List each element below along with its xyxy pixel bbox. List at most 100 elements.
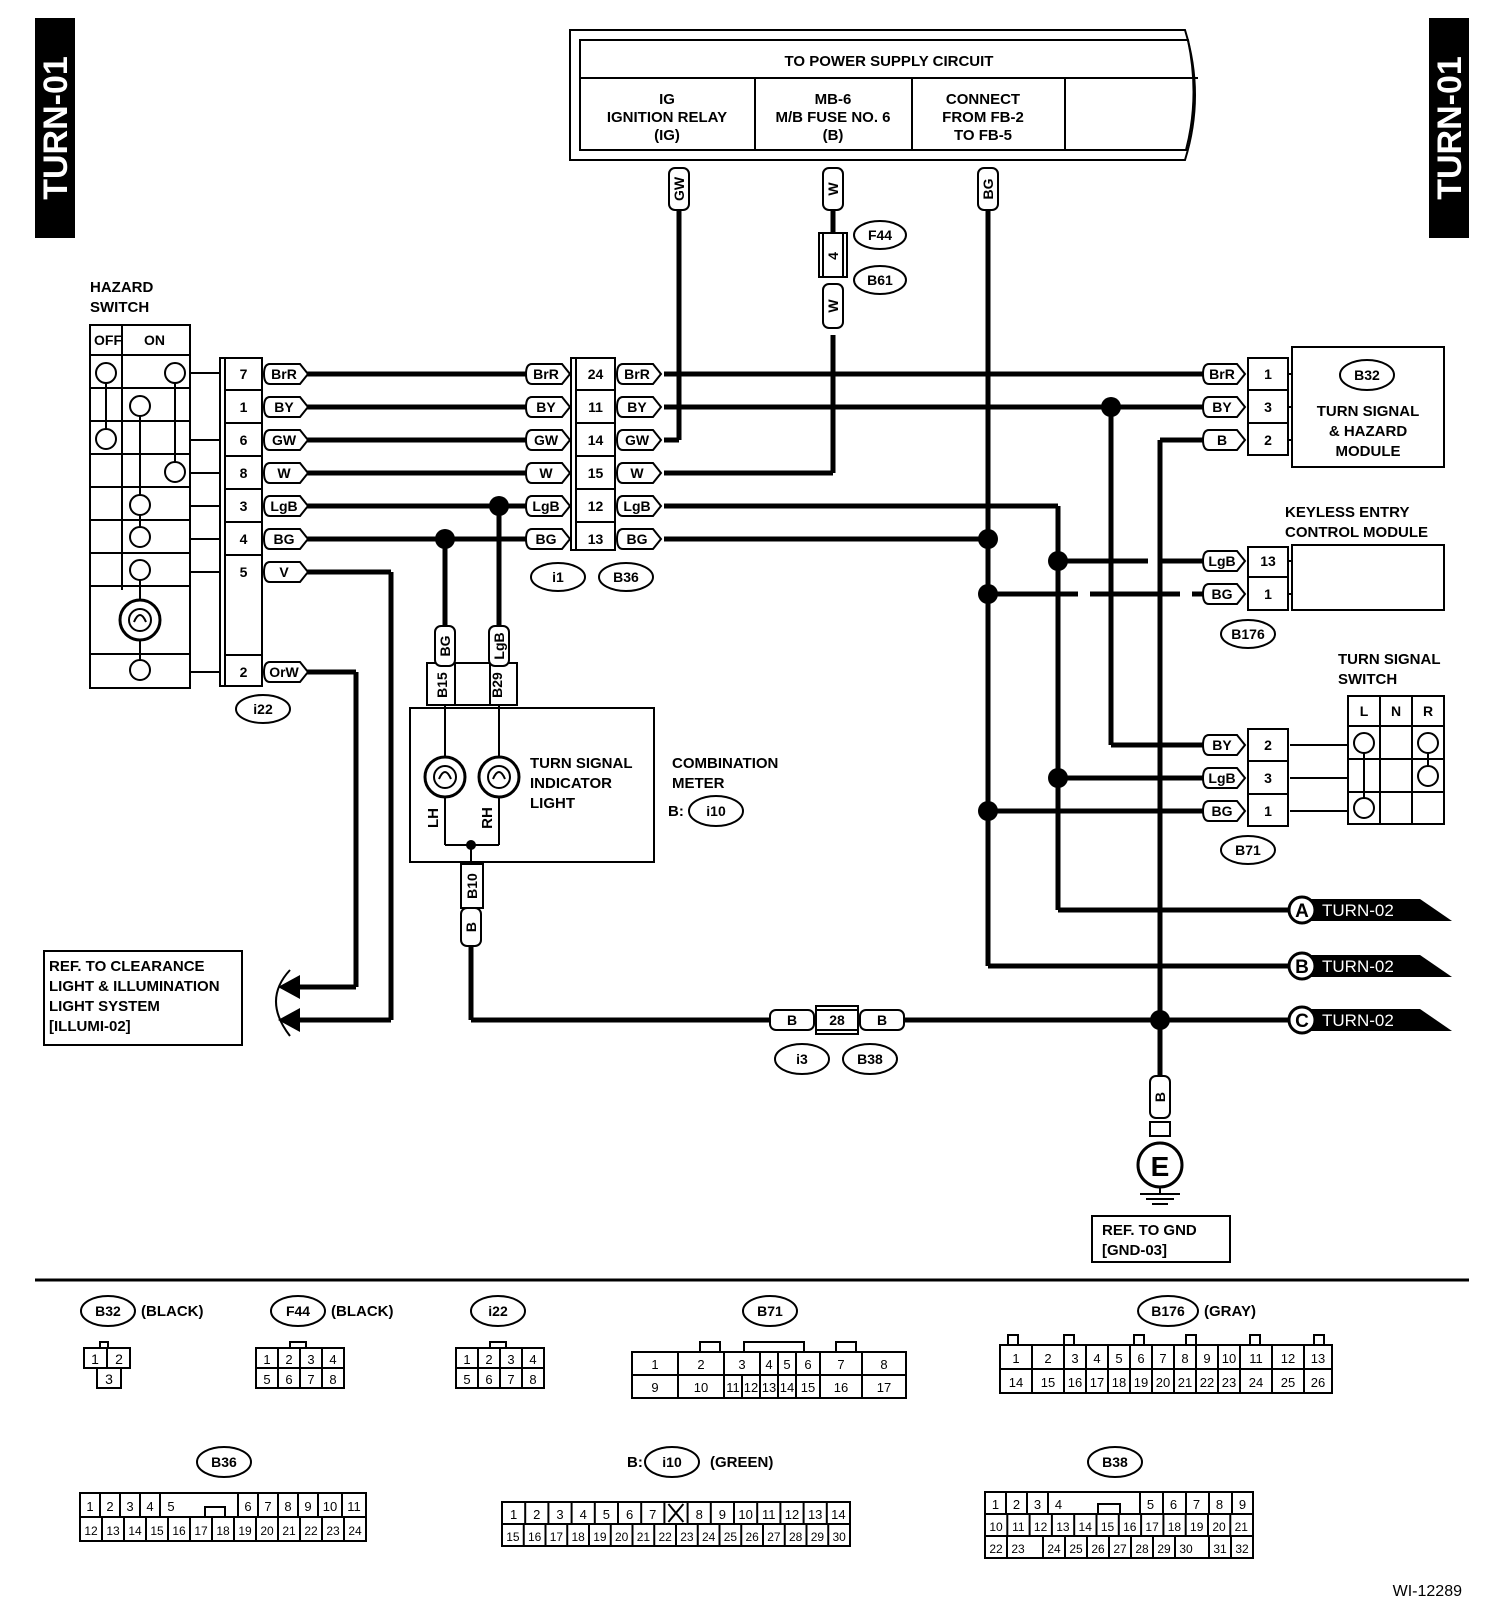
wire-tag-W: W	[262, 462, 310, 484]
svg-text:IG: IG	[659, 91, 675, 108]
svg-text:i3: i3	[796, 1051, 808, 1067]
svg-text:SWITCH: SWITCH	[90, 299, 149, 316]
svg-text:10: 10	[989, 1520, 1003, 1534]
svg-text:24: 24	[1249, 1375, 1263, 1390]
svg-text:LgB: LgB	[532, 498, 559, 514]
svg-text:16: 16	[1068, 1375, 1082, 1390]
svg-text:B: B	[463, 922, 479, 932]
svg-text:18: 18	[1112, 1375, 1126, 1390]
svg-text:20: 20	[1212, 1520, 1226, 1534]
svg-text:20: 20	[615, 1530, 629, 1544]
svg-text:32: 32	[1235, 1542, 1249, 1556]
svg-text:4: 4	[1055, 1497, 1062, 1512]
svg-text:8: 8	[696, 1507, 703, 1522]
svg-text:TURN-02: TURN-02	[1322, 957, 1394, 976]
wire-tag-W: W	[524, 462, 572, 484]
svg-text:BrR: BrR	[271, 366, 297, 382]
wire-tag-B: B	[1201, 429, 1247, 451]
svg-text:14: 14	[1009, 1375, 1023, 1390]
svg-text:TO FB-5: TO FB-5	[954, 127, 1012, 144]
svg-text:2: 2	[1044, 1351, 1051, 1366]
svg-text:17: 17	[550, 1530, 564, 1544]
page-label-right: TURN-01	[1429, 18, 1469, 238]
svg-text:6: 6	[285, 1372, 292, 1387]
svg-text:3: 3	[1071, 1351, 1078, 1366]
svg-text:30: 30	[1179, 1542, 1193, 1556]
wire-tag-OrW: OrW	[262, 661, 310, 683]
svg-text:25: 25	[1069, 1542, 1083, 1556]
svg-text:25: 25	[1281, 1375, 1295, 1390]
svg-text:i1: i1	[552, 569, 564, 585]
svg-text:RH: RH	[479, 807, 496, 829]
svg-text:(BLACK): (BLACK)	[141, 1303, 203, 1320]
pin-number: 3	[240, 498, 248, 514]
svg-text:6: 6	[626, 1507, 633, 1522]
svg-text:BrR: BrR	[533, 366, 559, 382]
svg-text:13: 13	[762, 1380, 776, 1395]
svg-text:BG: BG	[1212, 803, 1233, 819]
svg-text:28: 28	[1135, 1542, 1149, 1556]
svg-text:ON: ON	[144, 332, 165, 348]
svg-text:MODULE: MODULE	[1336, 443, 1401, 460]
svg-text:18: 18	[216, 1524, 230, 1538]
svg-text:15: 15	[1041, 1375, 1055, 1390]
svg-text:15: 15	[801, 1380, 815, 1395]
svg-text:W: W	[825, 299, 841, 313]
svg-text:1: 1	[651, 1357, 658, 1372]
svg-text:19: 19	[238, 1524, 252, 1538]
svg-text:19: 19	[593, 1530, 607, 1544]
svg-text:B: B	[787, 1012, 797, 1028]
svg-text:12: 12	[785, 1507, 799, 1522]
svg-text:31: 31	[1213, 1542, 1227, 1556]
svg-text:TURN SIGNAL: TURN SIGNAL	[530, 755, 633, 772]
wire-tag-LgB: LgB	[1201, 767, 1247, 789]
pin-number: 1	[1264, 803, 1272, 819]
svg-text:21: 21	[1235, 1520, 1249, 1534]
svg-text:F44: F44	[868, 227, 892, 243]
svg-text:LgB: LgB	[623, 498, 650, 514]
wire-tag-GW: GW	[262, 429, 310, 451]
svg-text:11: 11	[1012, 1520, 1025, 1534]
svg-text:REF. TO CLEARANCE: REF. TO CLEARANCE	[49, 958, 205, 975]
svg-text:BG: BG	[980, 178, 996, 199]
svg-text:3: 3	[105, 1371, 113, 1387]
svg-text:BY: BY	[627, 399, 647, 415]
svg-text:9: 9	[1239, 1497, 1246, 1512]
svg-text:18: 18	[1168, 1520, 1182, 1534]
pin-number: 2	[1264, 737, 1272, 753]
svg-text:10: 10	[738, 1507, 752, 1522]
svg-text:7: 7	[837, 1357, 844, 1372]
svg-text:17: 17	[194, 1524, 208, 1538]
svg-text:LIGHT SYSTEM: LIGHT SYSTEM	[49, 998, 160, 1015]
svg-text:19: 19	[1190, 1520, 1204, 1534]
svg-text:1: 1	[992, 1497, 999, 1512]
svg-text:18: 18	[571, 1530, 585, 1544]
svg-text:4: 4	[825, 252, 841, 260]
svg-text:4: 4	[529, 1352, 536, 1367]
svg-text:4: 4	[146, 1499, 153, 1514]
svg-text:BG: BG	[536, 531, 557, 547]
svg-text:4: 4	[580, 1507, 587, 1522]
svg-text:LIGHT: LIGHT	[530, 795, 575, 812]
pin-number: 8	[240, 465, 248, 481]
wire-tag-W: W	[615, 462, 663, 484]
svg-text:4: 4	[329, 1352, 336, 1367]
svg-text:TURN-01: TURN-01	[37, 56, 75, 200]
svg-text:16: 16	[1123, 1520, 1137, 1534]
figure-id: WI-12289	[1393, 1583, 1462, 1600]
svg-text:7: 7	[1159, 1351, 1166, 1366]
svg-text:L: L	[1360, 703, 1369, 719]
pin-number: 3	[1264, 770, 1272, 786]
svg-text:6: 6	[804, 1357, 811, 1372]
svg-text:W: W	[539, 465, 553, 481]
svg-text:GW: GW	[625, 432, 650, 448]
svg-text:B29: B29	[489, 672, 505, 698]
svg-text:17: 17	[1090, 1375, 1104, 1390]
svg-text:22: 22	[1200, 1375, 1214, 1390]
svg-text:4: 4	[765, 1357, 772, 1372]
svg-text:REF. TO GND: REF. TO GND	[1102, 1222, 1197, 1239]
svg-text:3: 3	[556, 1507, 563, 1522]
svg-text:B36: B36	[211, 1454, 237, 1470]
